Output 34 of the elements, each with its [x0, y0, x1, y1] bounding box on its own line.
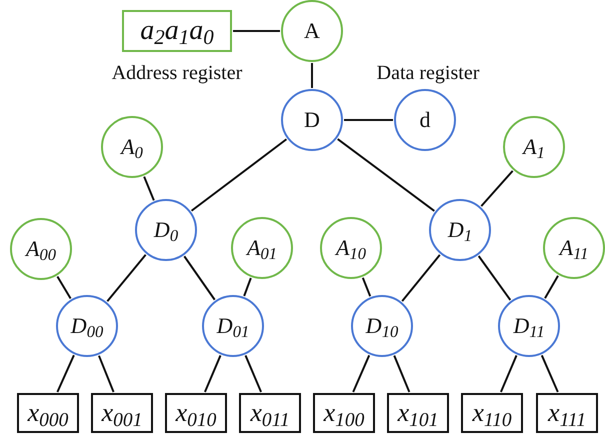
connector-line	[362, 277, 372, 297]
register-box: x$_{110}$	[461, 393, 523, 433]
connector-line	[344, 119, 393, 121]
register-box: a$_{2}$a$_{1}$a$_{0}$	[122, 10, 232, 52]
connector-line	[540, 354, 559, 392]
connector-line	[243, 278, 252, 296]
connector-line	[184, 256, 216, 300]
connector-line	[190, 138, 288, 212]
connector-line	[478, 255, 512, 301]
register-box: x$_{000}$	[17, 393, 79, 433]
register-label: Address register	[112, 63, 242, 83]
register-box: x$_{010}$	[165, 393, 227, 433]
register-box: x$_{101}$	[387, 393, 449, 433]
connector-line	[393, 355, 410, 392]
register-box: x$_{001}$	[91, 393, 153, 433]
register-box: x$_{111}$	[536, 393, 598, 433]
connector-line	[244, 355, 262, 392]
connector-line	[352, 354, 370, 392]
connector-line	[401, 254, 441, 302]
connector-line	[311, 63, 313, 88]
register-box: x$_{100}$	[313, 393, 375, 433]
register-label: Data register	[376, 63, 480, 83]
connector-line	[204, 355, 222, 392]
connector-line	[56, 276, 72, 300]
connector-line	[233, 30, 280, 32]
register-box: x$_{011}$	[239, 393, 301, 433]
connector-line	[480, 170, 514, 207]
connector-line	[106, 254, 146, 302]
connector-line	[544, 275, 559, 299]
connector-line	[98, 355, 114, 392]
connector-line	[56, 354, 75, 392]
connector-line	[500, 355, 518, 392]
connector-line	[337, 138, 435, 212]
connector-line	[143, 176, 155, 201]
